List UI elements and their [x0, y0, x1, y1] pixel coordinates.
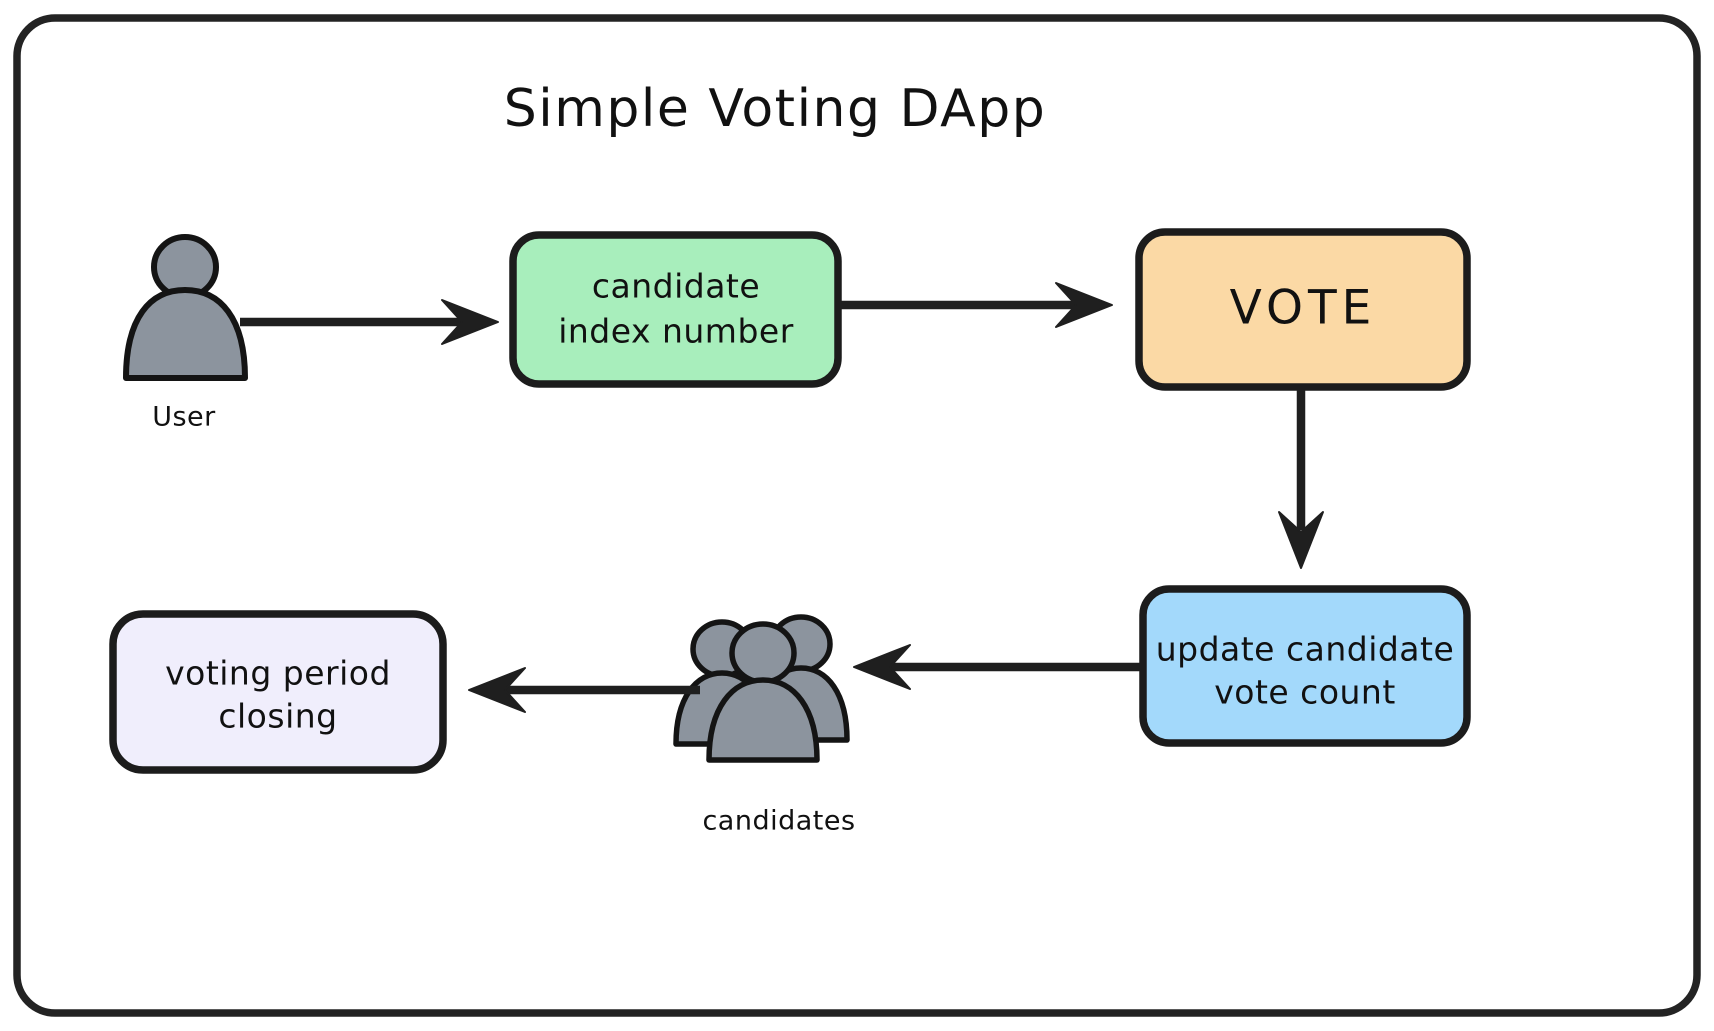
update-count-line-2: vote count: [1214, 673, 1396, 712]
candidate-index-line-1: candidate: [592, 267, 760, 306]
edge-vote-to-update-count: [1278, 390, 1324, 569]
voting-period-closing-line-2: closing: [218, 697, 337, 736]
voting-period-closing-line-1: voting period: [165, 654, 391, 693]
edge-update-count-to-candidates: [853, 644, 1140, 690]
node-update-count[interactable]: update candidate vote count: [1139, 585, 1471, 747]
edge-candidates-to-voting-period-closing: [468, 667, 700, 713]
edge-candidate-index-to-vote: [840, 282, 1113, 328]
node-vote[interactable]: VOTE: [1135, 228, 1471, 391]
node-voting-period-closing[interactable]: voting period closing: [109, 610, 447, 774]
update-count-box[interactable]: [1139, 585, 1471, 747]
people-group-icon: [673, 614, 850, 763]
vote-label: VOTE: [1230, 281, 1377, 336]
candidate-index-box[interactable]: [509, 231, 842, 388]
update-count-line-1: update candidate: [1156, 630, 1455, 669]
single-person-icon: [123, 234, 248, 381]
edge-user-to-candidate-index: [240, 299, 499, 345]
voting-period-closing-box[interactable]: [109, 610, 447, 774]
page-title: Simple Voting DApp: [504, 79, 1046, 139]
candidates-label: candidates: [702, 806, 855, 837]
diagram-frame: [13, 14, 1701, 1017]
vote-box[interactable]: [1135, 228, 1471, 391]
candidate-index-line-2: index number: [558, 312, 794, 351]
node-candidate-index[interactable]: candidate index number: [509, 231, 842, 388]
user-label: User: [152, 402, 216, 433]
